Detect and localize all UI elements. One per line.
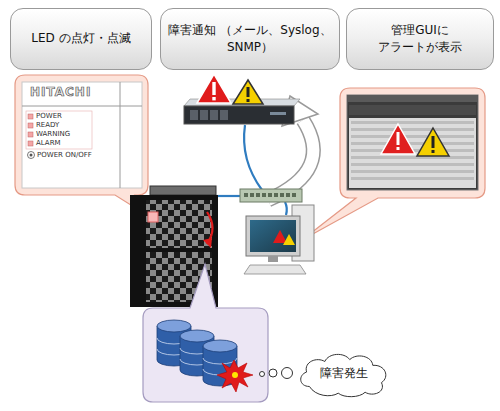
button-label: POWER ON/OFF — [37, 151, 92, 159]
led-label: ALARM — [36, 139, 61, 147]
thought-bubbles — [260, 368, 293, 379]
client-pc — [244, 205, 314, 274]
brand-logo: HITACHI — [30, 85, 91, 99]
box-text: 管理GUIに アラートが表示 — [353, 22, 487, 57]
feature-box: LED の点灯・点滅 — [10, 8, 152, 70]
gui-callout — [302, 88, 485, 240]
power-button — [28, 152, 35, 159]
led-label: READY — [36, 121, 59, 129]
failure-burst — [217, 360, 253, 392]
feature-box: 障害通知 （メール、Syslog、SNMP） — [160, 8, 340, 70]
network-switch — [240, 189, 302, 202]
box-text: 障害通知 （メール、Syslog、SNMP） — [167, 22, 333, 57]
disk-callout — [143, 264, 268, 402]
feature-box: 管理GUIに アラートが表示 — [346, 8, 494, 70]
box-text: 障害発生 — [320, 365, 368, 382]
thought-cloud: 障害発生 — [296, 350, 392, 398]
led-label: WARNING — [36, 130, 70, 138]
box-text: LED の点灯・点滅 — [31, 30, 130, 47]
led-label: POWER — [36, 112, 62, 120]
led-panel — [22, 82, 142, 188]
led-lamps — [28, 114, 33, 146]
gui-screenshot — [347, 95, 478, 190]
alert-icons — [197, 74, 263, 104]
